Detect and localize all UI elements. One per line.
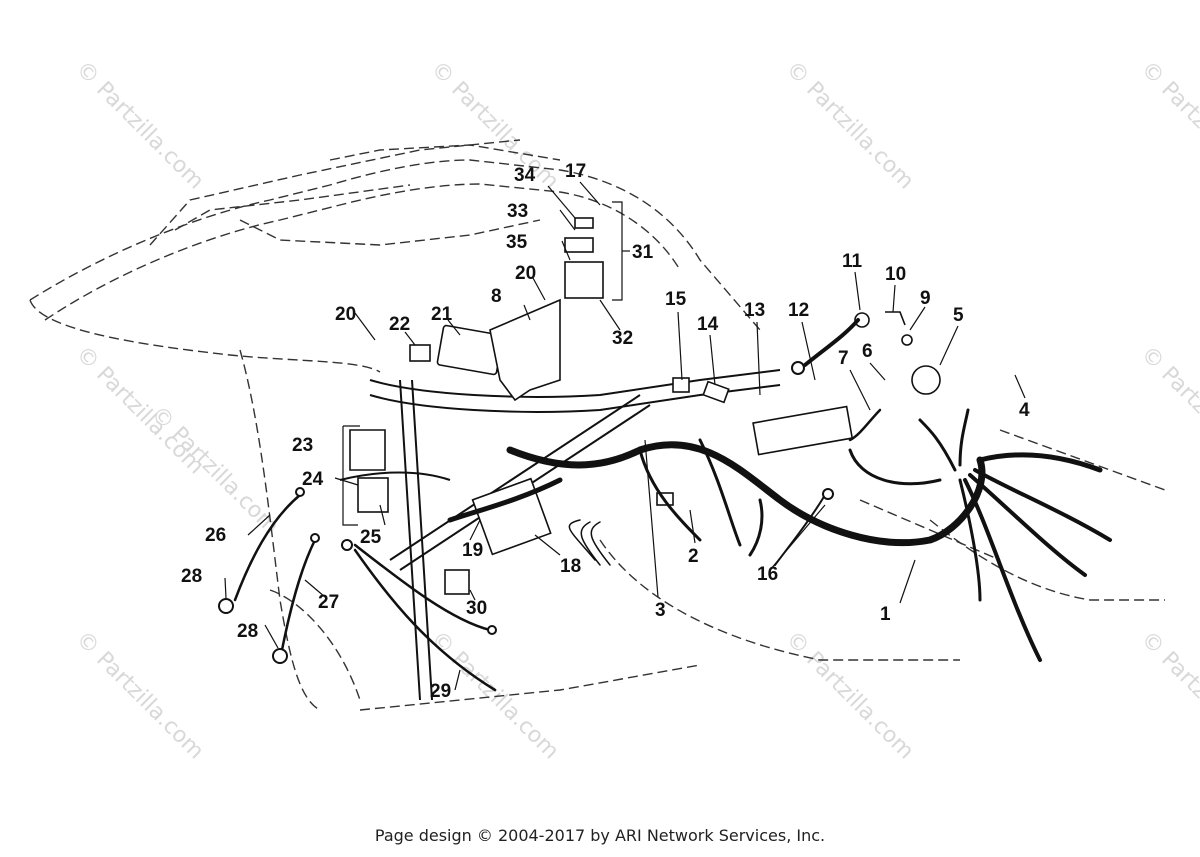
callout-2: 2 [688, 546, 699, 567]
callout-32: 32 [612, 328, 633, 349]
page-footer: Page design © 2004-2017 by ARI Network S… [374, 826, 826, 845]
callout-20b: 20 [515, 263, 536, 284]
wiring-harness [233, 318, 1112, 692]
callout-19: 19 [462, 540, 483, 561]
fuse-holder-14 [702, 380, 730, 404]
callout-31: 31 [632, 242, 654, 263]
callout-6: 6 [862, 341, 873, 362]
terminals [218, 361, 834, 664]
watermark-text: © Partzilla.com [146, 402, 284, 540]
fuse-34 [574, 217, 594, 229]
callout-33: 33 [507, 201, 528, 222]
callout-9: 9 [920, 288, 931, 309]
elbow-10 [885, 311, 906, 326]
callout-12: 12 [788, 300, 809, 321]
watermark-text: © Partzilla.com [1136, 342, 1200, 480]
watermark-text: © Partzilla.com [781, 57, 919, 195]
callout-5: 5 [953, 305, 964, 326]
callout-26: 26 [205, 525, 226, 546]
callout-24: 24 [302, 469, 324, 490]
callout-23: 23 [292, 435, 313, 456]
watermark-text: © Partzilla.com [1136, 627, 1200, 765]
plug-9 [901, 334, 913, 346]
watermark-text: © Partzilla.com [426, 57, 564, 195]
callout-22: 22 [389, 314, 410, 335]
callout-28b: 28 [237, 621, 258, 642]
components [349, 217, 941, 595]
callout-16: 16 [757, 564, 778, 585]
callout-3: 3 [655, 600, 666, 621]
mount-bracket-8 [489, 298, 561, 402]
callout-35: 35 [506, 232, 528, 253]
socket-5 [911, 365, 941, 395]
callout-17: 17 [565, 161, 586, 182]
relay-22 [409, 344, 431, 362]
callout-10: 10 [885, 264, 906, 285]
callout-34: 34 [514, 165, 536, 186]
callout-4: 4 [1019, 400, 1030, 421]
watermark-text: © Partzilla.com [1136, 57, 1200, 195]
relay-24 [357, 477, 389, 513]
callout-21: 21 [431, 304, 453, 325]
relay-23 [349, 429, 386, 471]
callout-27: 27 [318, 592, 339, 613]
frame-tubes [339, 369, 781, 701]
watermark-layer: © Partzilla.com © Partzilla.com © Partzill… [71, 57, 1200, 765]
callout-25: 25 [360, 527, 382, 548]
grommet-11 [854, 312, 870, 328]
callout-13: 13 [744, 300, 765, 321]
callout-15: 15 [665, 289, 687, 310]
regulator-18 [471, 477, 552, 556]
callout-7: 7 [838, 348, 849, 369]
leader-lines [224, 181, 1026, 691]
callout-labels: 1 2 3 4 5 6 7 8 9 10 11 12 13 14 15 16 1… [181, 161, 1030, 702]
watermark-text: © Partzilla.com [71, 627, 209, 765]
callout-11: 11 [842, 251, 863, 272]
callout-29: 29 [430, 681, 451, 702]
callout-30: 30 [466, 598, 487, 619]
bracket-13 [752, 405, 854, 456]
vehicle-body-outline [29, 139, 1166, 711]
starter-relay-35 [564, 261, 604, 299]
fuse-33 [564, 237, 594, 253]
callout-1: 1 [880, 604, 891, 625]
watermark-text: © Partzilla.com [71, 57, 209, 195]
callout-14: 14 [697, 314, 719, 335]
callout-28a: 28 [181, 566, 202, 587]
callout-8: 8 [491, 286, 502, 307]
bracket-30 [444, 569, 470, 595]
callout-18: 18 [560, 556, 581, 577]
callout-20a: 20 [335, 304, 356, 325]
connector-15 [672, 377, 690, 393]
watermark-text: © Partzilla.com [781, 627, 919, 765]
